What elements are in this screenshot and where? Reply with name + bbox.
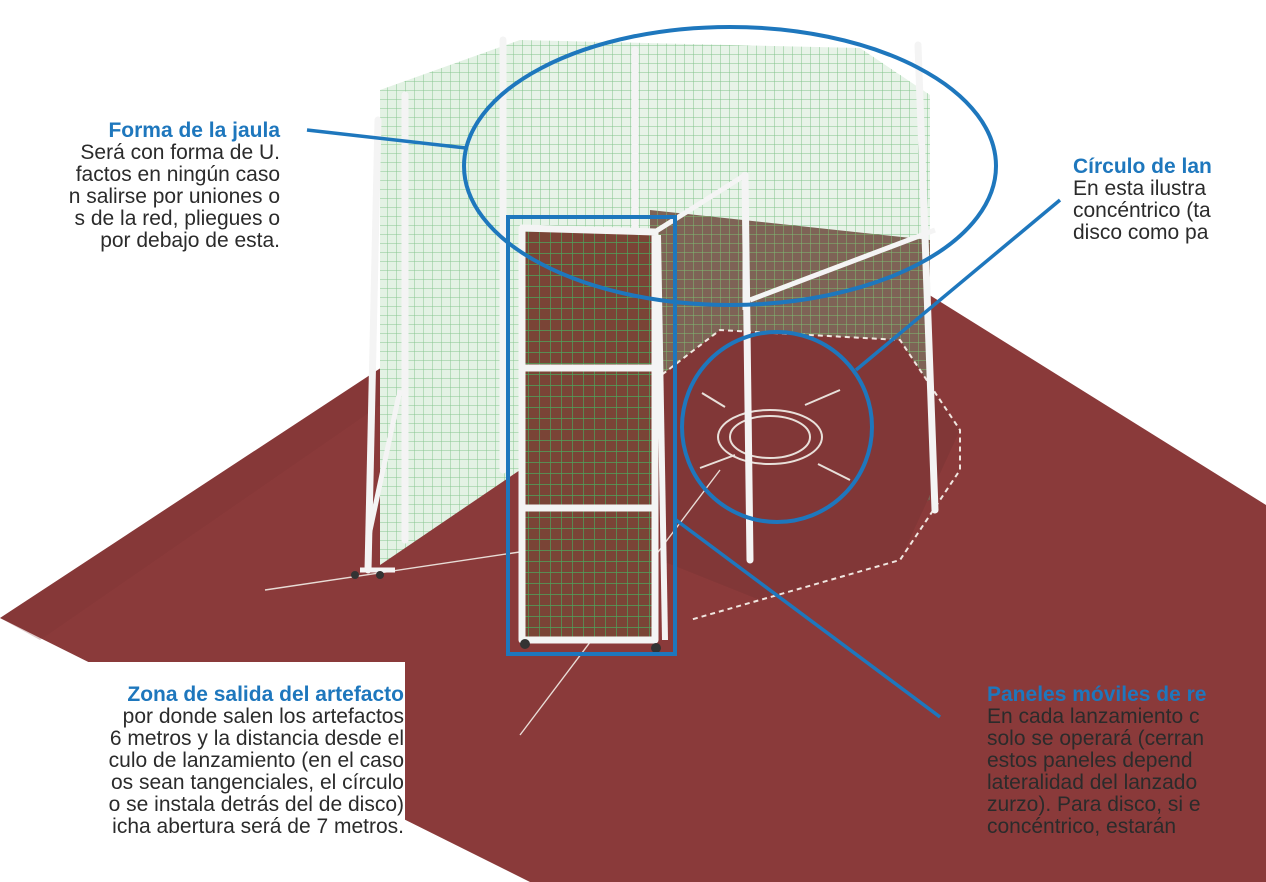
highlight-throw-circle — [680, 330, 874, 524]
exit-zone-background — [0, 662, 405, 882]
mobile-panels-line: solo se operará (cerran — [987, 727, 1205, 750]
cage-shape-line: s de la red, pliegues o — [74, 207, 280, 230]
throw-circle-title: Círculo de lan — [1073, 155, 1212, 178]
mobile-panels-line: En cada lanzamiento c — [987, 705, 1200, 728]
exit-zone-line: icha abertura será de 7 metros. — [112, 815, 404, 838]
exit-zone-line: o se instala detrás del de disco) — [108, 793, 404, 816]
cage-shape-title: Forma de la jaula — [108, 119, 280, 142]
throw-circle-annotation: Círculo de lan En esta ilustra concéntri… — [1073, 156, 1212, 244]
exit-zone-title: Zona de salida del artefacto — [127, 683, 404, 706]
leader-lines — [306, 128, 1062, 719]
mobile-panels-annotation: Paneles móviles de re En cada lanzamient… — [987, 684, 1206, 838]
exit-zone-line: culo de lanzamiento (en el caso — [108, 749, 404, 772]
mobile-panels-line: estos paneles depend — [987, 749, 1193, 772]
exit-zone-line: 6 metros y la distancia desde el — [109, 727, 404, 750]
cage-shape-line: Será con forma de U. — [80, 141, 280, 164]
throwing-circles — [699, 389, 851, 481]
exit-zone-line: os sean tangenciales, el círculo — [110, 771, 404, 794]
throw-circle-line: concéntrico (ta — [1073, 199, 1211, 222]
throw-circle-line: disco como pa — [1073, 221, 1209, 244]
exit-zone-line: por donde salen los artefactos — [122, 705, 404, 728]
cage-shape-line: por debajo de esta. — [100, 229, 280, 252]
cage-shape-line: factos en ningún caso — [75, 163, 280, 186]
mobile-panels-line: lateralidad del lanzado — [987, 771, 1198, 794]
mobile-panels-line: zurzo). Para disco, si e — [987, 793, 1201, 816]
highlight-cage-top — [462, 25, 998, 307]
mobile-panels-title: Paneles móviles de re — [987, 683, 1207, 706]
throw-circle-line: En esta ilustra — [1073, 177, 1207, 200]
cage-shape-line: n salirse por uniones o — [68, 185, 280, 208]
highlight-mobile-panel — [506, 215, 677, 656]
cage-shape-annotation: Forma de la jaula Será con forma de U. f… — [69, 120, 280, 252]
mobile-panels-line: concéntrico, estarán — [987, 815, 1177, 838]
exit-zone-annotation: Zona de salida del artefacto por donde s… — [109, 684, 404, 838]
mobile-panel — [351, 224, 668, 653]
